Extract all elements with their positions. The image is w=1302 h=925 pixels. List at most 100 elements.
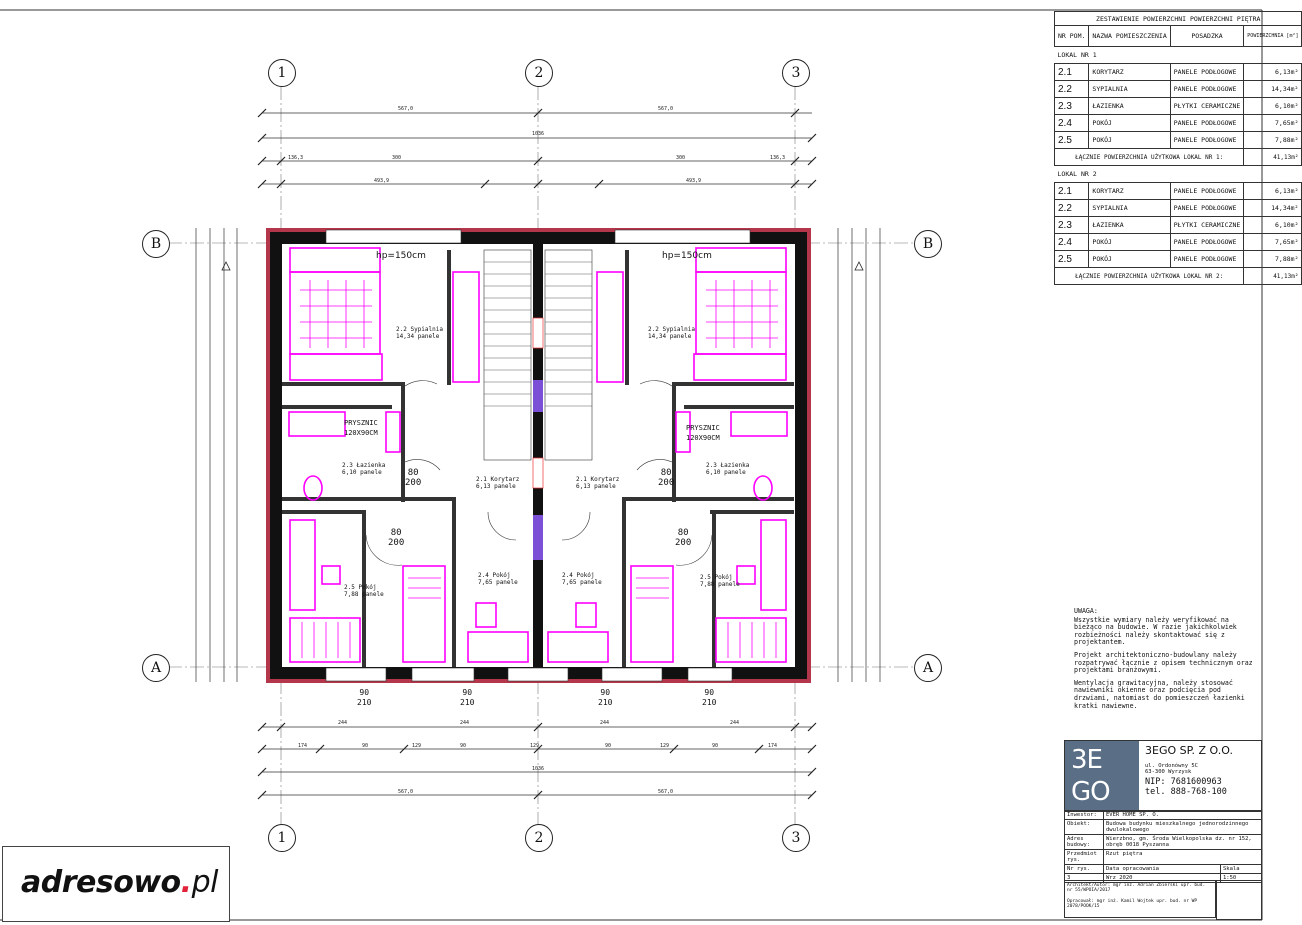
dim-bottom-2a: 174 [298,743,308,749]
title-info-table: Inwestor:EVER HOME SP. O.Obiekt:Budowa b… [1064,810,1262,883]
area-schedule-table: ZESTAWIENIE POWIERZCHNI POWIERZCHNI PIĘT… [1053,11,1302,285]
dim-bottom-1c: 244 [600,720,610,726]
area-table-total: ŁĄCZNIE POWIERZCHNIA UŻYTKOWA LOKAL NR 2… [1053,267,1302,285]
cell-area: 7,65m² [1243,233,1302,251]
adresowo-watermark[interactable]: adresowo.pl [2,846,230,922]
cell-area: 14,34m² [1243,199,1302,217]
height-label-right: hp=150cm [662,251,712,261]
cell-floor: PANELE PODŁOGOWE [1169,80,1245,98]
cell-area: 6,10m² [1243,216,1302,234]
cell-no: 2.3 [1053,216,1090,234]
info-row: Inwestor:EVER HOME SP. O. [1064,810,1262,820]
watermark-tld: pl [191,865,219,900]
area-table-header-floor: POSADZKA [1169,25,1245,47]
note-2: Projekt architektoniczno-budowlany należ… [1074,650,1253,675]
axis-bubble-1-top: 1 [268,59,296,87]
info-row: Obiekt:Budowa budynku mieszkalnego jedno… [1064,819,1262,835]
total-label: ŁĄCZNIE POWIERZCHNIA UŻYTKOWA LOKAL NR 1… [1053,148,1245,166]
cell-name: KORYTARZ [1088,63,1171,81]
axis-bubble-a-left: A [142,654,170,682]
section-label: LOKAL NR 1 [1054,46,1302,64]
info-value: Rzut piętra [1103,849,1262,865]
area-table-section: LOKAL NR 2 [1054,165,1302,183]
dim-bottom-2d: 90 [460,743,467,749]
dim-bottom-3: 1036 [532,766,545,772]
axis-bubble-3-top: 3 [782,59,810,87]
area-table-header-name: NAZWA POMIESZCZENIA [1088,25,1171,47]
logo-text-top: 3E [1071,745,1103,775]
info-label: Obiekt: [1064,819,1104,835]
dim-bottom-4b: 567,0 [658,789,674,795]
cell-name: SYPIALNIA [1088,199,1171,217]
note-3: Wentylacja grawitacyjna, należy stosować… [1074,678,1245,710]
watermark-dot: . [180,865,192,900]
height-label-left: hp=150cm [376,251,426,261]
cell-area: 6,13m² [1243,63,1302,81]
dim-bottom-1b: 244 [460,720,470,726]
note-1: Wszystkie wymiary należy weryfikować na … [1074,615,1237,647]
section-label: LOKAL NR 2 [1054,165,1302,183]
info-extra: 1:50 [1220,873,1262,883]
cell-name: SYPIALNIA [1088,80,1171,98]
area-table-header-no: NR POM. [1053,25,1090,47]
area-table-section: LOKAL NR 1 [1054,46,1302,64]
cell-no: 2.2 [1053,199,1090,217]
area-table-title: ZESTAWIENIE POWIERZCHNI POWIERZCHNI PIĘT… [1053,11,1302,26]
cell-area: 7,65m² [1243,114,1302,132]
info-label: Nr rys. [1064,864,1104,874]
company-street: ul. Ordonówny 5C [1145,763,1198,769]
cell-floor: PŁYTKI CERAMICZNE [1169,216,1245,234]
info-label: Adres budowy: [1064,834,1104,850]
cell-no: 2.4 [1053,114,1090,132]
cell-area: 6,10m² [1243,97,1302,115]
cell-floor: PANELE PODŁOGOWE [1169,233,1245,251]
dim-top-1b: 567,0 [658,106,674,112]
dim-top-4b: 493,9 [686,178,702,184]
cell-no: 2.1 [1053,182,1090,200]
dim-bottom-2e: 129 [530,743,540,749]
total-value: 41,13m² [1243,148,1302,166]
cell-name: POKÓJ [1088,114,1171,132]
total-label: ŁĄCZNIE POWIERZCHNIA UŻYTKOWA LOKAL NR 2… [1053,267,1245,285]
axis-bubble-a-right: A [914,654,942,682]
dim-top-3d: 136,3 [770,155,786,161]
cell-floor: PANELE PODŁOGOWE [1169,114,1245,132]
cell-floor: PANELE PODŁOGOWE [1169,63,1245,81]
cell-area: 6,13m² [1243,182,1302,200]
dim-bottom-2g: 129 [660,743,670,749]
dim-top-3b: 300 [392,155,402,161]
axis-bubble-b-right: B [914,230,942,258]
cell-name: KORYTARZ [1088,182,1171,200]
dim-bottom-2i: 174 [768,743,778,749]
cell-no: 2.2 [1053,80,1090,98]
dim-top-4a: 493,9 [374,178,390,184]
company-city: 63-300 Wyrzysk [1145,769,1192,775]
axis-bubble-2-bottom: 2 [525,824,553,852]
cell-area: 7,88m² [1243,250,1302,268]
info-extra: Skala [1220,864,1262,874]
